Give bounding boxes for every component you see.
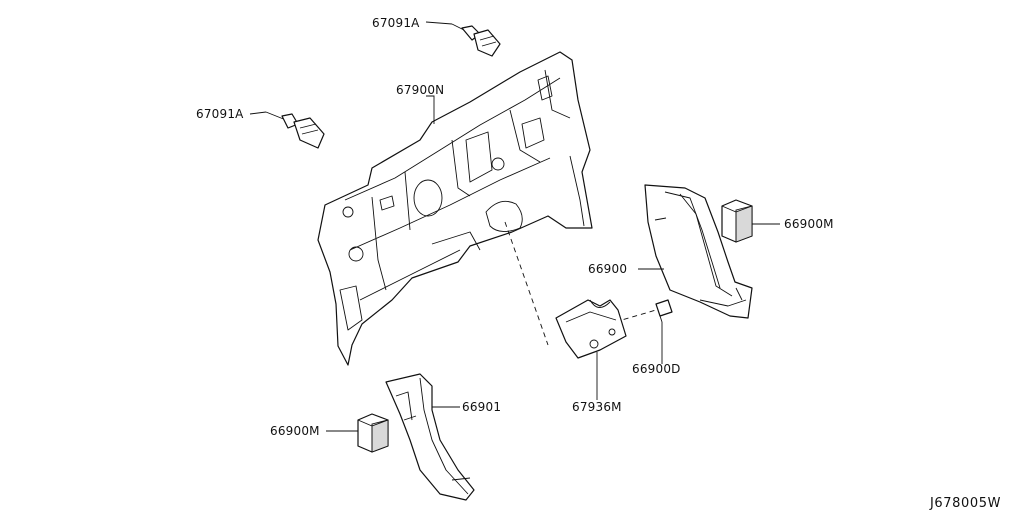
label-right-block: 66900M	[784, 217, 834, 231]
label-clip-top: 67091A	[372, 16, 420, 30]
left-block-66900M	[357, 413, 389, 453]
assembly-dashed-line	[504, 221, 549, 346]
left-insulator-66901	[385, 373, 475, 501]
clip-66900D	[655, 299, 673, 323]
center-insulator-67936M	[555, 299, 627, 359]
label-left-insulator: 66901	[462, 400, 501, 414]
label-left-block: 66900M	[270, 424, 320, 438]
clip-67091A-left	[265, 111, 325, 149]
right-block-66900M	[721, 199, 753, 243]
label-clip-left: 67091A	[196, 107, 244, 121]
label-clip-right: 66900D	[632, 362, 681, 376]
dash-insulator-panel	[317, 51, 593, 366]
diagram-code: J678005W	[929, 496, 1001, 511]
leader-lines	[249, 21, 780, 432]
label-center-insulator: 67936M	[572, 400, 622, 414]
label-right-insulator: 66900	[588, 262, 627, 276]
clip-67091A-top	[451, 23, 501, 57]
label-dash-insulator: 67900N	[396, 83, 444, 97]
right-insulator-66900	[644, 184, 753, 319]
